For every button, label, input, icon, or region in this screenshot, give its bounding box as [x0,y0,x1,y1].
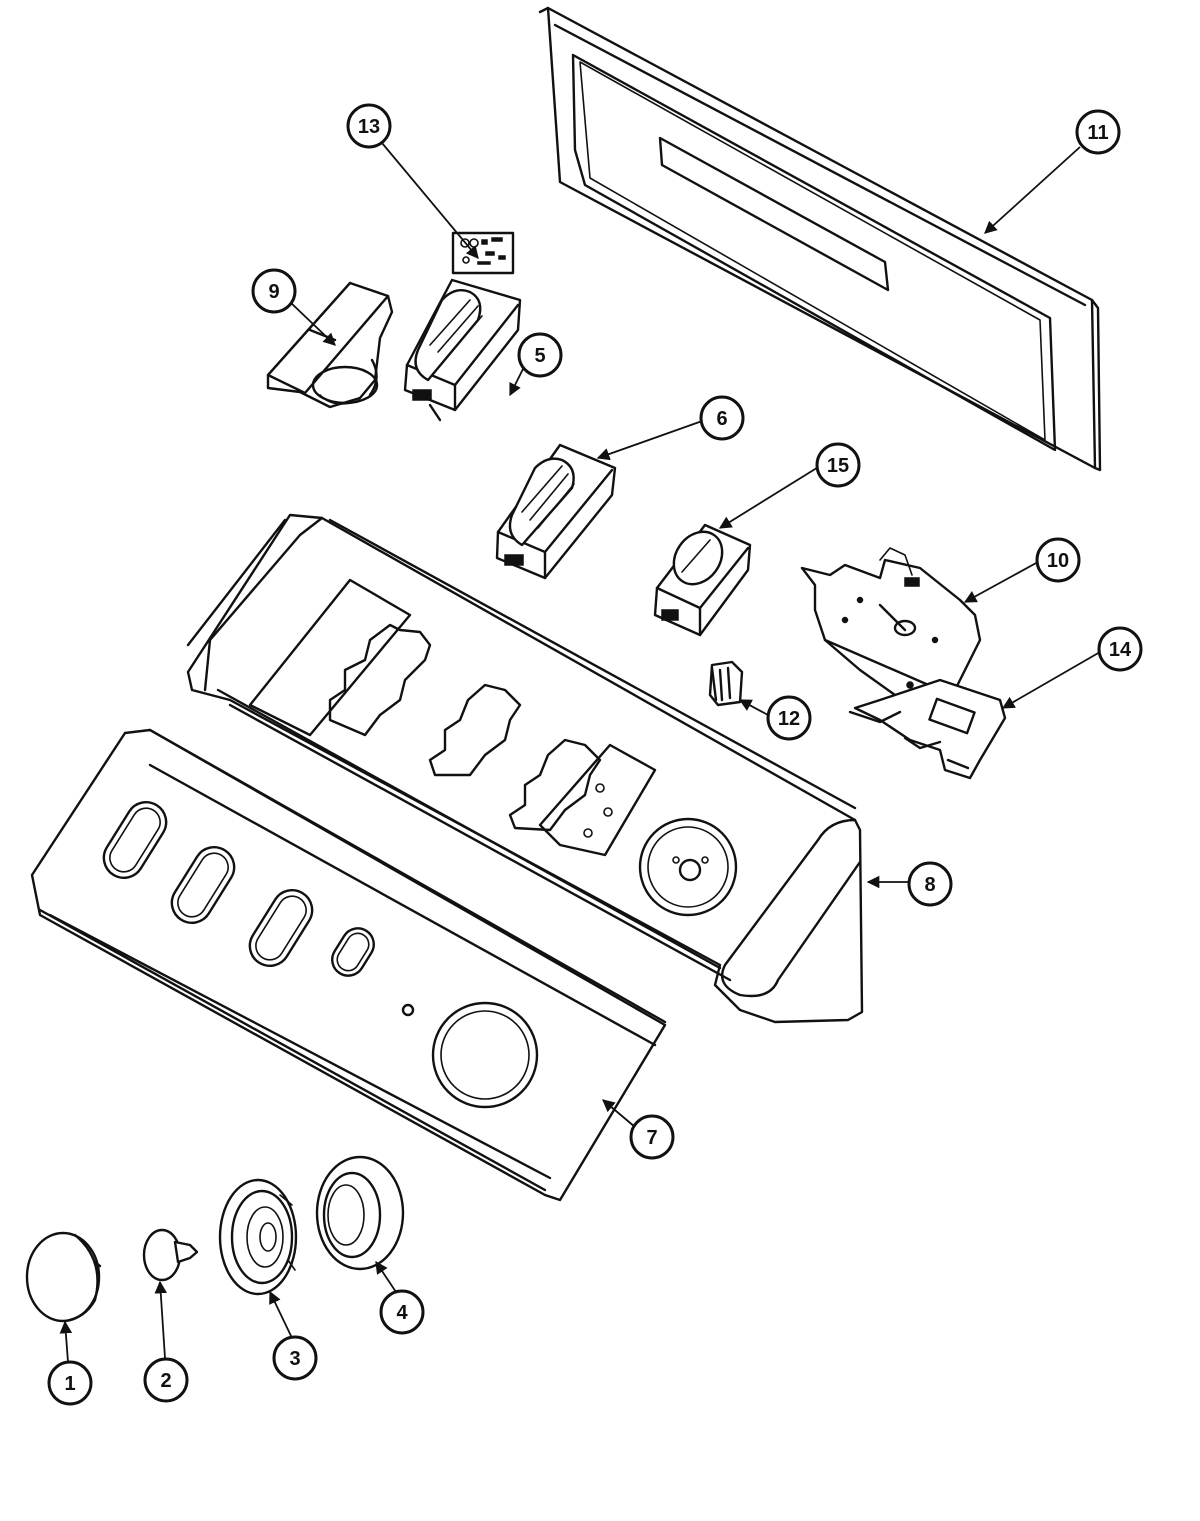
part-3-knob [218,1178,298,1296]
callout-8-label: 8 [924,874,935,896]
leader-7 [602,1099,636,1128]
part-5-switch [403,278,522,422]
leader-2 [154,1280,168,1359]
part-13-label [451,231,515,275]
leader-5 [509,364,526,397]
callout-2: 2 [143,1357,189,1403]
callout-15-label: 15 [827,455,849,477]
callout-14-label: 14 [1109,639,1132,661]
callout-3-label: 3 [289,1348,300,1370]
leader-3 [269,1290,293,1339]
callout-1: 1 [47,1360,93,1406]
leader-13 [381,142,479,259]
leader-1 [59,1320,73,1363]
callout-2-label: 2 [160,1370,171,1392]
callout-3: 3 [272,1335,318,1381]
callout-4: 4 [379,1289,425,1335]
callout-9: 9 [251,268,297,314]
part-4-bezel [315,1155,405,1271]
leader-11 [984,146,1081,234]
part-14-bracket [848,678,1007,780]
leader-4 [375,1260,397,1293]
callout-12: 12 [766,695,812,741]
part-1-cap [25,1231,102,1323]
callout-7: 7 [629,1114,675,1160]
part-2-knob-cap [142,1228,199,1282]
callout-7-label: 7 [646,1127,657,1149]
part-10-timer [800,547,982,707]
callout-9-label: 9 [268,281,279,303]
callout-14: 14 [1097,626,1143,672]
callout-11: 11 [1075,109,1121,155]
callout-13: 13 [346,103,392,149]
callout-1-label: 1 [64,1373,75,1395]
callout-5-label: 5 [534,345,545,367]
callout-12-label: 12 [778,708,800,730]
part-11-rear-panel [538,6,1102,472]
callout-6-label: 6 [716,408,727,430]
callout-10: 10 [1035,537,1081,583]
callout-10-label: 10 [1047,550,1069,572]
leader-15 [718,465,821,529]
leader-14 [1001,651,1101,709]
part-6-switch [495,443,617,580]
callout-4-label: 4 [396,1302,408,1324]
leader-10 [963,561,1039,603]
part-12-connector [708,660,744,707]
callout-8: 8 [907,861,953,907]
leader-12 [738,699,769,716]
callout-11-label: 11 [1087,122,1108,144]
leader-6 [596,419,706,461]
callout-6: 6 [699,395,745,441]
callout-5: 5 [517,332,563,378]
callout-15: 15 [815,442,861,488]
callout-13-label: 13 [358,116,380,138]
part-8-control-housing [186,513,864,1024]
part-7-front-console [30,728,667,1202]
leader-lines [59,142,1101,1363]
part-15-switch [653,523,752,637]
leader-9 [289,301,336,346]
